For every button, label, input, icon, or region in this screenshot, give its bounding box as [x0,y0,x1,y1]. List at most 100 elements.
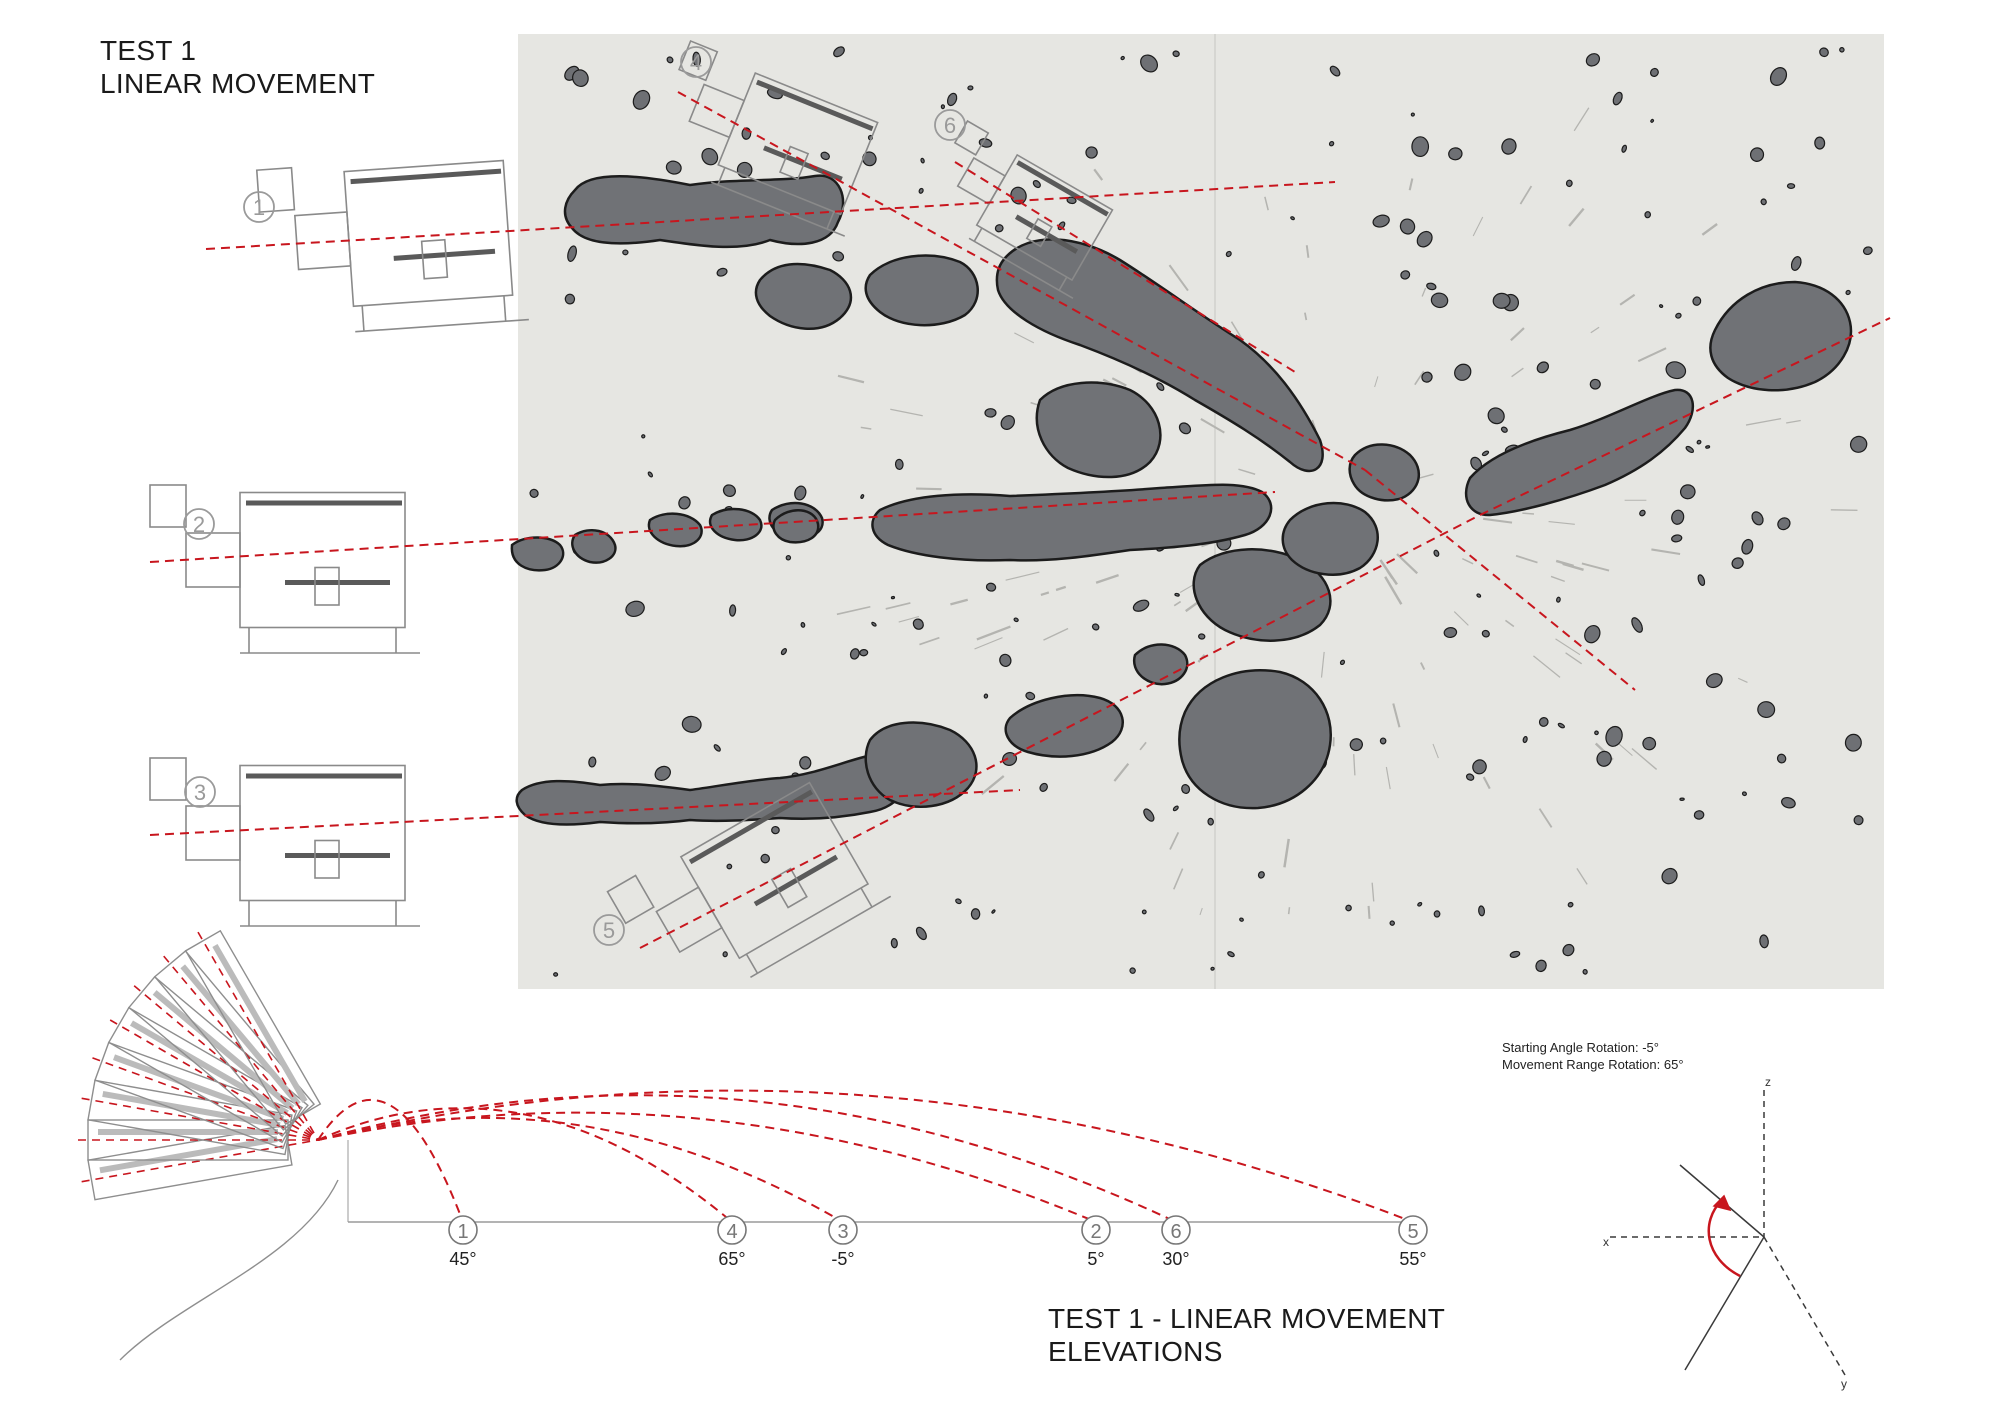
spray-streak [916,489,941,490]
page-title: TEST 1 LINEAR MOVEMENT [100,34,375,100]
paint-droplet [1380,738,1386,744]
elevation-markers: 145°465°3-5°25°630°555° [449,1216,1427,1269]
wheel [422,240,448,279]
paint-droplet [723,951,728,957]
axis-label-z: z [1765,1075,1771,1089]
paint-droplet [1594,731,1599,736]
elevation-marker: 465° [718,1216,746,1269]
paint-droplet [1583,969,1588,974]
paint-droplet [1760,198,1766,205]
spray-streak [1369,906,1370,919]
frame [240,493,405,628]
elevation-angle-label: 55° [1399,1249,1426,1269]
splash-middle-chain-6 [773,510,818,542]
machine-marker-1: 1 [244,192,274,222]
elevation-marker: 630° [1162,1216,1190,1269]
paint-droplet [971,909,979,920]
spray-streak [1522,513,1534,514]
leg [362,306,364,331]
elevation-aim-line [82,1140,318,1182]
elevation-marker: 3-5° [829,1216,857,1269]
rotation-ray-b [1685,1237,1764,1370]
paint-droplet [1659,304,1663,308]
machine-marker-3: 3 [185,777,215,807]
elevation-arcs [318,1091,1413,1222]
machine-1-drawing [257,152,529,338]
paint-droplet [801,622,805,627]
y-axis [1764,1237,1845,1375]
paint-droplet [1556,597,1561,603]
splash-upper-mid [866,256,978,326]
axis-label-y: y [1841,1377,1847,1391]
paint-droplet [1434,911,1440,918]
elevation-marker-number: 3 [837,1221,848,1243]
paint-droplet [941,105,944,109]
splash-top-left [565,176,843,247]
rotation-arc [1709,1200,1740,1276]
paint-droplet [1787,184,1794,189]
rod [351,171,501,182]
page-title-line-1: TEST 1 [100,34,375,67]
barrel [186,806,240,860]
elevation-title-line-1: TEST 1 - LINEAR MOVEMENT [1048,1302,1445,1335]
barrel [186,533,240,587]
elevation-title: TEST 1 - LINEAR MOVEMENT ELEVATIONS [1048,1302,1445,1368]
spray-streak [1831,510,1858,511]
paint-droplet [727,864,732,869]
paint-droplet [1705,445,1709,448]
machine-2-drawing [150,485,420,653]
paint-droplet [984,694,988,698]
leg [504,296,506,321]
elevation-arc [318,1100,463,1222]
elevation-arc [318,1091,1413,1222]
paint-droplet [1566,180,1572,187]
frame [240,766,405,901]
paint-droplet [641,434,645,438]
elevation-marker-number: 6 [1170,1221,1181,1243]
spray-streak [1289,907,1290,914]
elevation-machine-rod [100,1139,277,1170]
svg-text:5: 5 [603,918,615,943]
elevation-title-line-2: ELEVATIONS [1048,1335,1445,1368]
elevation-angle-label: 45° [449,1249,476,1269]
paint-droplet [1694,810,1704,819]
nozzle [150,485,186,527]
elevation-arc [318,1113,1096,1222]
paint-droplet [1493,293,1511,309]
elevation-arc-guide [120,1180,338,1360]
elevation-marker-number: 4 [726,1221,737,1243]
elevation-arc [318,1118,843,1222]
elevation-marker: 145° [449,1216,477,1269]
splash-middle-chain-1 [512,538,563,571]
paint-droplet [799,757,811,770]
paint-droplet [968,86,973,90]
elevation-aim-line [110,1020,318,1140]
svg-text:1: 1 [253,195,265,220]
paint-droplet [623,250,628,255]
paint-droplet [1840,47,1845,52]
elevation-marker: 555° [1399,1216,1427,1269]
elevation-marker: 25° [1082,1216,1110,1269]
paint-droplet [1175,593,1180,596]
svg-text:3: 3 [194,780,206,805]
paint-droplet [1478,906,1485,916]
paint-droplet [1198,634,1205,640]
elevation-machine-body [88,1126,292,1200]
elevation-angle-label: -5° [831,1249,854,1269]
nozzle [150,758,186,800]
machine-marker-2: 2 [184,509,214,539]
paint-droplet [1208,818,1214,825]
splash-lower-small [1134,644,1187,684]
paint-droplet [859,649,867,656]
svg-text:4: 4 [690,50,702,75]
wheel [315,568,339,606]
base-plate [355,320,529,332]
paint-droplet [985,409,996,418]
machine-3-drawing [150,758,420,926]
paint-droplet [1757,701,1775,718]
paint-droplet [553,973,557,977]
elevation-marker-number: 1 [457,1221,468,1243]
paint-droplet [891,938,898,948]
svg-text:6: 6 [944,113,956,138]
